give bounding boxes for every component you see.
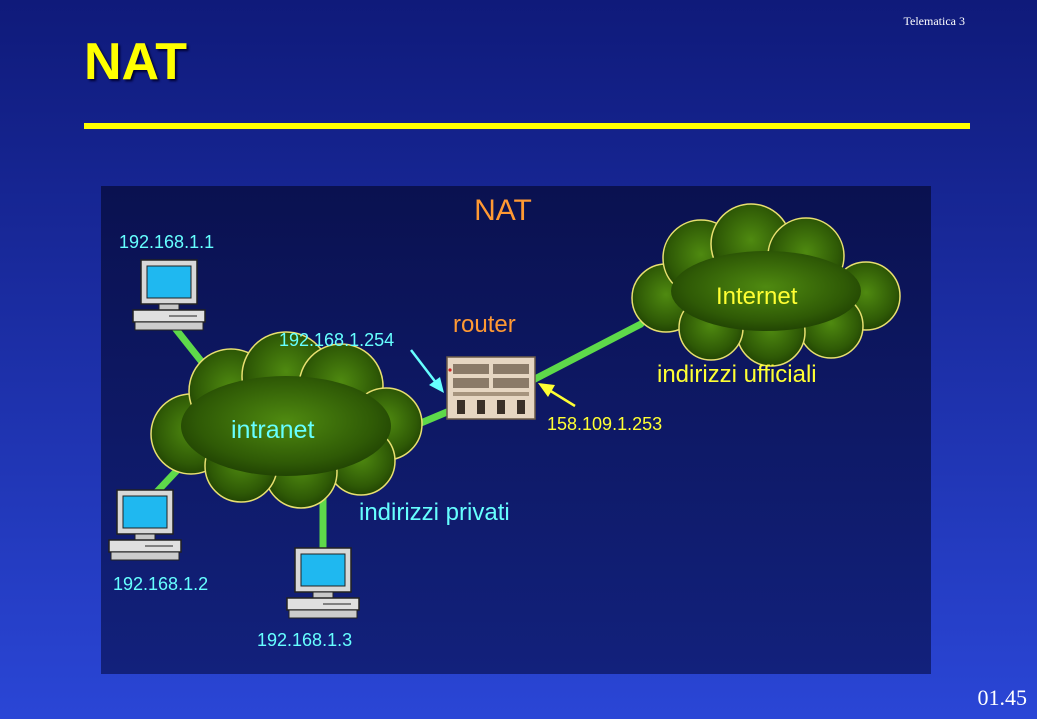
host3-ip-label: 192.168.1.3 <box>257 630 352 650</box>
internal-ip-arrow <box>410 349 444 393</box>
host-computer-2 <box>108 489 182 561</box>
internet-cloud <box>631 203 901 367</box>
diagram-heading: NAT <box>474 194 532 227</box>
nat-diagram: NAT 192.168.1.1 192.168.1.254 router Int… <box>101 186 931 674</box>
router-label: router <box>453 311 516 338</box>
router-internal-ip-label: 192.168.1.254 <box>279 330 394 350</box>
internet-note: indirizzi ufficiali <box>657 361 817 388</box>
slide-title: NAT <box>84 33 188 91</box>
course-label: Telematica 3 <box>903 14 965 28</box>
external-ip-arrow <box>538 383 576 408</box>
link-router-internet <box>529 320 645 384</box>
title-underline <box>84 123 970 129</box>
router-external-ip-label: 158.109.1.253 <box>547 414 662 434</box>
host1-ip-label: 192.168.1.1 <box>119 232 214 252</box>
internet-label: Internet <box>716 283 798 310</box>
intranet-cloud <box>150 331 423 509</box>
intranet-note: indirizzi privati <box>359 499 510 526</box>
host2-ip-label: 192.168.1.2 <box>113 574 208 594</box>
router-device <box>446 356 536 420</box>
page-number: 01.45 <box>977 685 1028 710</box>
host-computer-3 <box>286 547 360 619</box>
intranet-label: intranet <box>231 416 314 444</box>
host-computer-1 <box>132 259 206 331</box>
